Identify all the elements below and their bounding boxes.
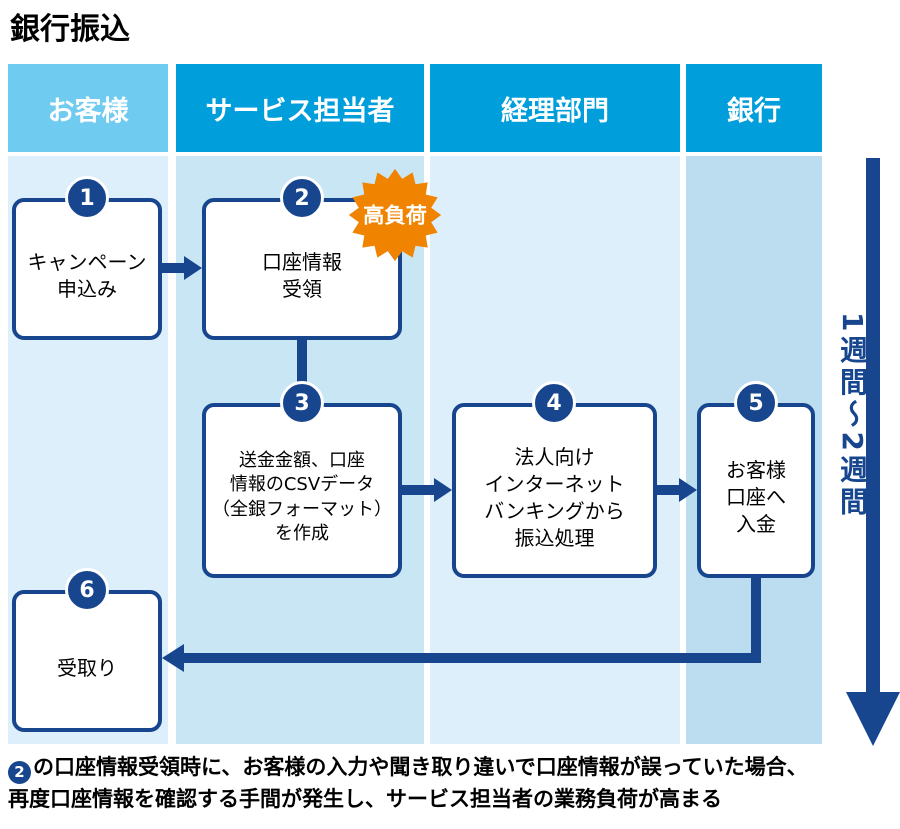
arrow-head-right-icon [184, 256, 202, 280]
lane-label: サービス担当者 [205, 95, 395, 127]
arrow-step4-to-step5 [657, 485, 679, 495]
step-number-badge: 3 [280, 381, 324, 425]
footnote-line1: の口座情報受領時に、お客様の入力や聞き取り違いで口座情報が誤っていた場合、 [33, 755, 808, 779]
step-number-badge: 2 [280, 176, 324, 220]
arrow-step5-to-step6-horizontal [184, 653, 761, 663]
step-text: 口座情報 受領 [262, 250, 342, 301]
step-box-campaign-application: キャンペーン 申込み [12, 198, 162, 340]
step-text: 受取り [57, 655, 117, 680]
arrow-step1-to-step2 [162, 263, 184, 273]
lane-label: 銀行 [727, 95, 781, 127]
step-box-internet-banking-transfer: 法人向け インターネット バンキングから 振込処理 [452, 403, 657, 578]
step-box-create-csv-data: 送金金額、口座 情報のCSVデータ （全銀フォーマット） を作成 [202, 403, 402, 578]
arrow-head-right-icon [679, 478, 697, 502]
timeline-arrow-shaft [866, 158, 880, 692]
step-number-badge: 1 [65, 176, 109, 220]
arrow-head-right-icon [434, 478, 452, 502]
footnote-step-marker: 2 [8, 761, 31, 785]
arrow-head-left-icon [162, 644, 184, 672]
step-text: キャンペーン 申込み [27, 250, 147, 301]
step-box-deposit-to-customer-account: お客様 口座へ 入金 [697, 403, 815, 578]
lane-header-bank: 銀行 [686, 64, 822, 152]
duration-label: 1週間～2週間 [836, 312, 869, 519]
page-title: 銀行振込 [10, 12, 130, 47]
arrow-step5-to-step6-vertical [751, 578, 761, 663]
step-number-badge: 6 [65, 568, 109, 612]
step-number-badge: 4 [532, 381, 576, 425]
high-load-burst-icon: 高負荷 [348, 168, 442, 262]
lane-label: お客様 [47, 95, 129, 127]
arrow-step2-to-step3 [297, 340, 307, 385]
lane-header-customer: お客様 [8, 64, 168, 152]
step-text: 送金金額、口座 情報のCSVデータ （全銀フォーマット） を作成 [212, 449, 392, 544]
lane-header-accounting: 経理部門 [430, 64, 680, 152]
step-box-receipt: 受取り [12, 590, 162, 732]
step-text: お客様 口座へ 入金 [726, 458, 786, 536]
step-text: 法人向け インターネット バンキングから 振込処理 [484, 444, 625, 550]
arrow-step3-to-step4 [402, 485, 434, 495]
lane-header-service-rep: サービス担当者 [176, 64, 424, 152]
timeline-arrow-head-icon [846, 692, 900, 746]
high-load-badge-label: 高負荷 [363, 202, 427, 228]
footnote-line2: 再度口座情報を確認する手間が発生し、サービス担当者の業務負荷が高まる [8, 787, 722, 812]
lane-label: 経理部門 [501, 95, 609, 127]
step-number-badge: 5 [734, 381, 778, 425]
